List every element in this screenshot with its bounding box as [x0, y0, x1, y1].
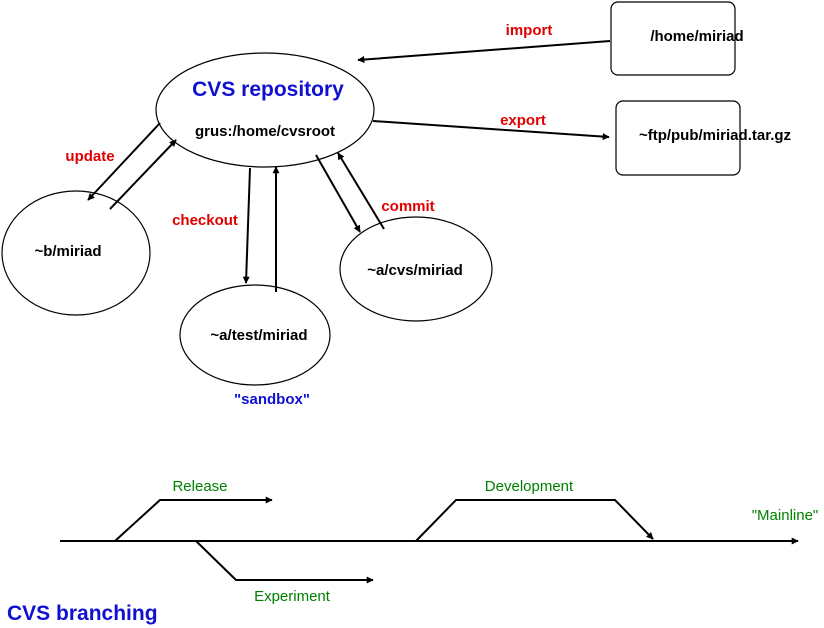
- update-arrow-up: [109, 139, 177, 210]
- repository-node: [155, 52, 375, 168]
- export-label: export: [500, 112, 546, 129]
- update-label: update: [65, 148, 114, 165]
- commit-label: commit: [381, 198, 434, 215]
- repository-title: CVS repository: [192, 78, 344, 101]
- repository-path: grus:/home/cvsroot: [195, 123, 335, 140]
- release-branch: [114, 496, 273, 542]
- development-branch: [415, 499, 654, 542]
- home-miriad-box: [610, 1, 736, 76]
- import-label: import: [506, 22, 553, 39]
- b-miriad-node: [1, 190, 151, 316]
- export-arrow: [372, 120, 610, 141]
- a-cvs-miriad-node: [339, 216, 493, 322]
- import-arrow: [357, 40, 611, 64]
- commit-arrow-up: [337, 152, 385, 230]
- ftp-tarball-box: [615, 100, 741, 176]
- ftp-tarball-label: ~ftp/pub/miriad.tar.gz: [639, 127, 791, 144]
- a-test-miriad-label: ~a/test/miriad: [210, 327, 307, 344]
- update-arrow-down: [87, 122, 161, 201]
- a-test-miriad-node: [179, 284, 331, 386]
- experiment-branch: [195, 540, 374, 584]
- b-miriad-label: ~b/miriad: [34, 243, 101, 260]
- a-cvs-miriad-label: ~a/cvs/miriad: [367, 262, 462, 279]
- checkout-arrow-down: [242, 167, 251, 284]
- experiment-label: Experiment: [254, 588, 331, 605]
- mainline-label: "Mainline": [752, 507, 819, 524]
- release-label: Release: [172, 478, 227, 495]
- branching-title: CVS branching: [7, 602, 158, 625]
- checkout-label: checkout: [172, 212, 238, 229]
- development-label: Development: [485, 478, 574, 495]
- home-miriad-label: /home/miriad: [650, 28, 743, 45]
- commit-arrow-down: [315, 154, 361, 233]
- sandbox-note: "sandbox": [234, 391, 310, 408]
